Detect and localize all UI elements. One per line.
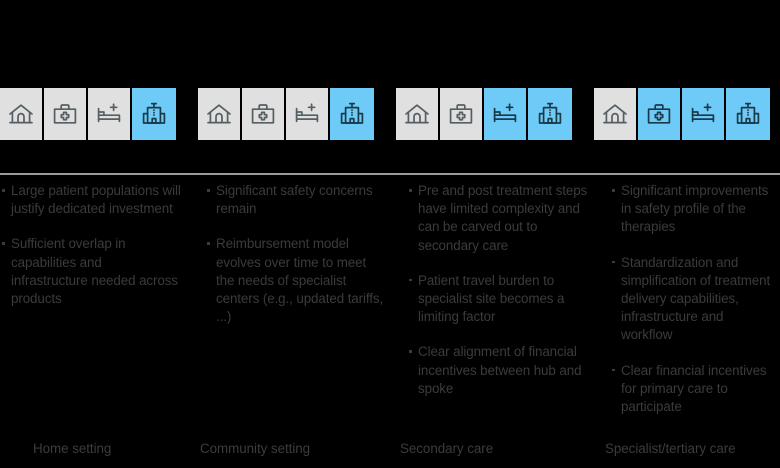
hospital-bed-icon-cell[interactable] [88, 88, 132, 140]
hospital-bed-icon [690, 101, 716, 127]
house-icon [8, 101, 34, 127]
hospital-bed-icon [492, 101, 518, 127]
list-item: Significant improvements in safety profi… [610, 182, 778, 237]
bullet-list: Significant safety concerns remain Reimb… [205, 182, 386, 326]
setting-labels-row: Home setting Community setting Secondary… [0, 440, 780, 468]
medical-bag-icon-cell[interactable] [638, 88, 682, 140]
house-icon-cell[interactable] [396, 88, 440, 140]
care-setting-icon-band [0, 88, 780, 140]
medical-bag-icon-cell[interactable] [44, 88, 88, 140]
setting-label-community: Community setting [200, 441, 311, 456]
hospital-building-icon [537, 101, 563, 127]
list-item: Patient travel burden to specialist site… [407, 272, 595, 327]
horizontal-divider [0, 173, 780, 175]
setting-label-secondary: Secondary care [400, 441, 494, 456]
house-icon-cell[interactable] [0, 88, 44, 140]
list-item: Pre and post treatment steps have limite… [407, 182, 595, 255]
setting-label-specialist: Specialist/tertiary care [605, 441, 736, 456]
list-item: Clear alignment of financial incentives … [407, 343, 595, 398]
list-item: Standardization and simplification of tr… [610, 254, 778, 345]
medical-bag-icon-cell[interactable] [242, 88, 286, 140]
hospital-building-icon [735, 101, 761, 127]
house-icon-cell[interactable] [198, 88, 242, 140]
list-item: Reimbursement model evolves over time to… [205, 235, 386, 326]
hospital-building-icon-cell[interactable] [132, 88, 176, 140]
list-item: Sufficient overlap in capabilities and i… [0, 235, 182, 308]
setting-label-home: Home setting [33, 441, 112, 456]
icon-group-home-setting [0, 88, 176, 140]
house-icon [602, 101, 628, 127]
hospital-bed-icon-cell[interactable] [682, 88, 726, 140]
medical-bag-icon [646, 101, 672, 127]
bullet-list: Large patient populations will justify d… [0, 182, 182, 308]
hospital-building-icon [141, 101, 167, 127]
criteria-column-specialist-tertiary-care: Significant improvements in safety profi… [605, 182, 780, 433]
hospital-bed-icon [294, 101, 320, 127]
medical-bag-icon [52, 101, 78, 127]
hospital-bed-icon-cell[interactable] [286, 88, 330, 140]
icon-group-specialist-tertiary-care [594, 88, 770, 140]
hospital-building-icon-cell[interactable] [726, 88, 770, 140]
criteria-column-community-setting: Significant safety concerns remain Reimb… [200, 182, 400, 433]
list-item: Clear financial incentives for primary c… [610, 362, 778, 417]
criteria-column-secondary-care: Pre and post treatment steps have limite… [400, 182, 605, 433]
house-icon [404, 101, 430, 127]
medical-bag-icon-cell[interactable] [440, 88, 484, 140]
bullet-list: Significant improvements in safety profi… [610, 182, 778, 416]
criteria-columns: Large patient populations will justify d… [0, 182, 780, 433]
hospital-bed-icon-cell[interactable] [484, 88, 528, 140]
hospital-bed-icon [96, 101, 122, 127]
bullet-list: Pre and post treatment steps have limite… [407, 182, 595, 398]
hospital-building-icon [339, 101, 365, 127]
criteria-column-home-setting: Large patient populations will justify d… [0, 182, 200, 433]
hospital-building-icon-cell[interactable] [528, 88, 572, 140]
icon-group-secondary-care [396, 88, 572, 140]
list-item: Large patient populations will justify d… [0, 182, 182, 218]
hospital-building-icon-cell[interactable] [330, 88, 374, 140]
icon-group-community-setting [198, 88, 374, 140]
medical-bag-icon [250, 101, 276, 127]
medical-bag-icon [448, 101, 474, 127]
house-icon [206, 101, 232, 127]
house-icon-cell[interactable] [594, 88, 638, 140]
list-item: Significant safety concerns remain [205, 182, 386, 218]
